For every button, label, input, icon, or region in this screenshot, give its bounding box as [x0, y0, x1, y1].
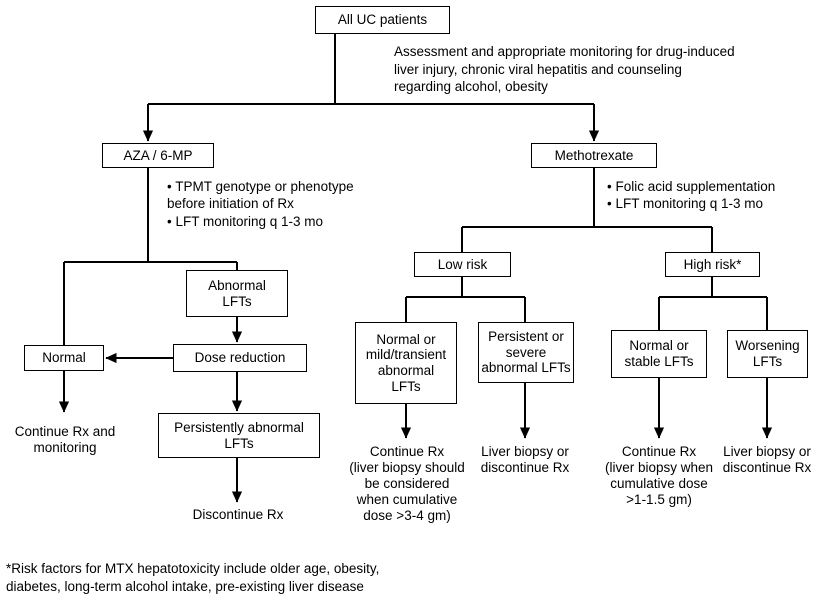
node-high-risk[interactable]: High risk*: [665, 252, 760, 277]
outcome-high-worsening: Liver biopsy or discontinue Rx: [722, 444, 812, 475]
node-high-risk-worsening[interactable]: Worsening LFTs: [727, 330, 808, 378]
node-aza-6mp[interactable]: AZA / 6-MP: [102, 143, 214, 168]
outcome-discontinue-rx: Discontinue Rx: [192, 507, 284, 522]
node-methotrexate[interactable]: Methotrexate: [531, 143, 657, 168]
mtx-bullets: • Folic acid supplementation • LFT monit…: [607, 179, 776, 212]
node-dose-reduction[interactable]: Dose reduction: [173, 344, 307, 372]
outcome-continue-rx-monitoring: Continue Rx and monitoring: [14, 424, 116, 455]
outcome-high-normal: Continue Rx (liver biopsy when cumulativ…: [604, 444, 714, 507]
node-normal[interactable]: Normal: [24, 345, 104, 371]
node-abnormal-lfts[interactable]: Abnormal LFTs: [186, 270, 288, 317]
outcome-low-persistent: Liver biopsy or discontinue Rx: [480, 444, 570, 475]
aza-bullets: • TPMT genotype or phenotype before init…: [167, 179, 354, 229]
node-low-risk-normal-mild[interactable]: Normal or mild/transient abnormal LFTs: [355, 322, 457, 404]
outcome-low-normal: Continue Rx (liver biopsy should be cons…: [349, 444, 465, 523]
node-low-risk[interactable]: Low risk: [414, 252, 511, 277]
root-assessment-note: Assessment and appropriate monitoring fo…: [394, 44, 735, 95]
node-high-risk-normal-stable[interactable]: Normal or stable LFTs: [611, 330, 707, 378]
node-all-uc-patients[interactable]: All UC patients: [315, 6, 450, 34]
node-low-risk-persistent-severe[interactable]: Persistent or severe abnormal LFTs: [478, 322, 574, 383]
footnote-risk-factors: *Risk factors for MTX hepatotoxicity inc…: [6, 561, 380, 594]
node-persistently-abnormal-lfts[interactable]: Persistently abnormal LFTs: [158, 413, 320, 458]
